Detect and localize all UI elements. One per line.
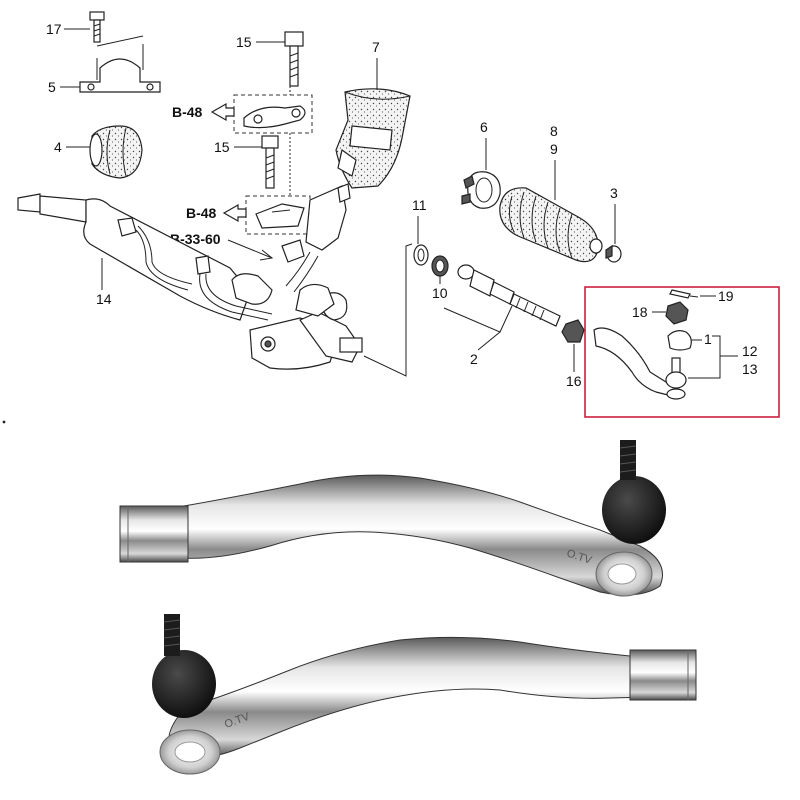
callout-3: 3 (610, 185, 618, 201)
part-15-bolt-upper (284, 31, 304, 87)
callout-14: 14 (96, 291, 112, 307)
callout-19: 19 (718, 288, 734, 304)
part-6-clamp (461, 171, 501, 209)
part-3-clip (605, 244, 622, 263)
callout-11: 11 (412, 197, 427, 213)
callout-8: 8 (550, 123, 558, 139)
bracket-plate-lower (255, 203, 305, 229)
tie-rod-end-upper-photo (119, 440, 666, 597)
ref-b3360-leader (227, 239, 273, 259)
callout-1: 1 (704, 331, 712, 347)
part-1-dust-boot (667, 330, 692, 351)
ring-inner (417, 248, 425, 262)
part-17-bolt (89, 11, 105, 43)
callout-17: 17 (46, 21, 62, 37)
callout-13: 13 (742, 361, 758, 377)
callout-2: 2 (470, 351, 478, 367)
part-14-steering-rack (17, 183, 363, 370)
part-7-cover (335, 88, 411, 189)
ref-b3360-arrowhead (259, 249, 274, 261)
callout-7: 7 (372, 39, 380, 55)
ref-arrow-b48-upper (210, 102, 235, 122)
connector-rack (363, 243, 413, 377)
clamp-hole (291, 108, 301, 118)
part-5-bracket (79, 35, 161, 93)
callout-12: 12 (742, 343, 758, 359)
callout-16: 16 (566, 373, 582, 389)
part-16-nut (561, 319, 585, 343)
part-12-13-tie-rod-end (593, 327, 687, 400)
part-18-nut (665, 301, 689, 325)
washer-inner (435, 259, 445, 273)
callout-4: 4 (54, 139, 62, 155)
part-8-9-boot (499, 187, 603, 263)
stray-dot (2, 420, 6, 424)
part-15-bolt-lower (261, 135, 279, 189)
leader-2-branch (499, 305, 513, 333)
ref-arrow-b48-lower (222, 203, 247, 223)
callout-9: 9 (550, 141, 558, 157)
part-4-bushing (89, 125, 143, 179)
callout-10: 10 (432, 285, 448, 301)
part-2-tie-rod (457, 264, 561, 327)
leader-12-13 (688, 335, 721, 379)
ref-b48-upper: B-48 (172, 104, 203, 120)
callout-18: 18 (632, 304, 648, 320)
leader-2 (443, 307, 501, 351)
callout-15-upper: 15 (236, 34, 252, 50)
part-19-cotter-pin (669, 289, 699, 299)
callout-6: 6 (480, 119, 488, 135)
plate-detail (271, 209, 291, 213)
highlight-box (584, 286, 780, 418)
tie-rod-end-lower-photo (152, 614, 697, 775)
clamp-hole (253, 114, 263, 124)
callout-5: 5 (48, 79, 56, 95)
ref-b48-lower: B-48 (186, 205, 217, 221)
callout-15-lower: 15 (214, 139, 230, 155)
